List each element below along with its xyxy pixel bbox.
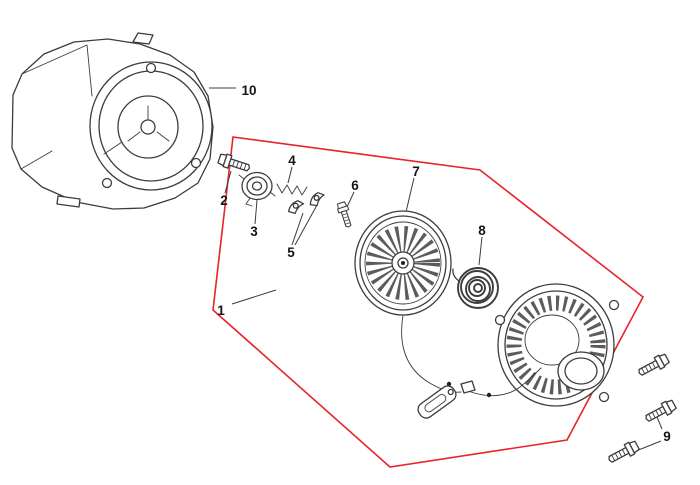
bolt-boss	[190, 157, 202, 169]
spring-outer-hook	[452, 268, 460, 282]
reel-spokes	[366, 226, 440, 300]
pivot-bolt-6	[335, 200, 355, 230]
reel-inner-rim	[364, 221, 442, 305]
fan-opening-back-wall	[117, 95, 179, 159]
reel-center-bolt	[401, 261, 405, 265]
ratchet-pawl-5b	[306, 190, 328, 209]
ratchet-spring-4	[276, 183, 308, 196]
spring-coil	[457, 267, 499, 309]
spring-coil	[473, 283, 483, 293]
ratchet-inner	[246, 176, 268, 196]
housing-lug	[598, 391, 610, 403]
ratchet-hub	[251, 181, 263, 191]
leader-line	[405, 177, 415, 213]
reel-rim-edge	[359, 215, 447, 311]
starter-rope	[401, 314, 462, 393]
leader-line	[287, 166, 293, 184]
housing-lug	[608, 299, 620, 311]
callout-2: 2	[220, 193, 228, 208]
leader-line	[478, 236, 483, 266]
callout-1: 1	[217, 303, 225, 318]
starter-rope-2	[467, 367, 542, 397]
recoil-spring-8	[452, 267, 499, 309]
spring-coil	[465, 276, 491, 302]
fan-opening-ticks	[103, 105, 170, 155]
leader-line	[346, 191, 355, 208]
starter-ratchet-3	[238, 171, 276, 207]
handle-rope-hole	[447, 388, 454, 396]
fan-cover-creases	[20, 44, 93, 170]
callout-8: 8	[478, 223, 486, 238]
housing-center-detail	[524, 314, 580, 366]
callout-leaders	[209, 87, 663, 452]
starter-handle	[417, 385, 457, 419]
mounting-bolt-9b	[642, 397, 678, 426]
assembly-boundary-outline	[212, 136, 645, 468]
leader-line	[656, 416, 663, 430]
leader-line	[254, 199, 258, 225]
housing-inner-rim	[504, 290, 608, 400]
callout-9: 9	[663, 429, 671, 444]
flange-bolt-2	[216, 151, 253, 176]
reel-hub-inner	[397, 257, 409, 269]
fan-cover	[11, 32, 214, 210]
callout-6: 6	[351, 178, 359, 193]
spring-coil	[460, 270, 494, 304]
fan-opening-outer-rim	[89, 61, 213, 191]
bolt-boss	[101, 177, 113, 189]
callout-3: 3	[250, 224, 258, 239]
rope-screw	[446, 381, 452, 387]
housing-lug	[494, 314, 506, 326]
leader-line	[635, 440, 662, 452]
leader-line	[294, 204, 318, 246]
bolt-boss	[145, 62, 157, 74]
fan-cover-bottom-tab	[56, 195, 81, 208]
rope-reel-7	[354, 210, 452, 316]
housing-vent-slats	[506, 295, 606, 395]
starter-housing	[494, 283, 620, 407]
callout-5: 5	[287, 245, 295, 260]
ratchet-tabs	[238, 174, 276, 207]
callout-4: 4	[288, 153, 296, 168]
mounting-bolt-9a	[635, 351, 671, 380]
leader-line	[231, 289, 277, 305]
mounting-bolt-9c	[605, 438, 641, 467]
leader-line	[224, 170, 232, 194]
housing-opening-inner	[564, 357, 598, 385]
fan-cover-top-tab	[132, 32, 154, 45]
leader-line	[291, 212, 304, 246]
handle-body	[417, 385, 457, 419]
spring-coil	[468, 279, 486, 297]
rope-screw	[486, 392, 492, 398]
rope-bracket	[460, 380, 476, 394]
handle-grip-slot	[424, 394, 447, 413]
callout-10: 10	[241, 83, 256, 98]
ratchet-pawl-5a	[286, 199, 306, 216]
callout-7: 7	[412, 164, 420, 179]
